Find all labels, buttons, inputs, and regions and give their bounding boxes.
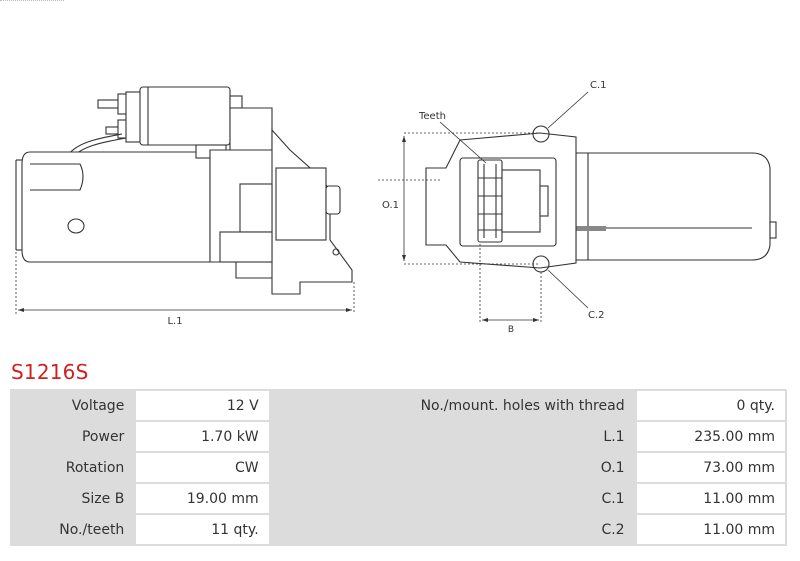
c1-leader <box>547 91 589 129</box>
spec-label: O.1 <box>270 453 635 482</box>
mount-hole-c1 <box>532 125 550 143</box>
l1-label: L.1 <box>167 316 182 327</box>
product-code: S1216S <box>11 360 89 384</box>
spec-value: 11.00 mm <box>636 484 785 513</box>
end-cap <box>30 163 84 191</box>
spec-value: 1.70 kW <box>136 422 269 451</box>
c2-label: C.2 <box>588 310 605 321</box>
spec-label: Voltage <box>12 391 135 420</box>
motor-body <box>21 151 211 263</box>
housing-block <box>219 231 273 263</box>
table-row: Size B 19.00 mm C.1 11.00 mm <box>12 484 785 513</box>
cylinder-stud <box>769 221 777 239</box>
spec-value: 235.00 mm <box>636 422 785 451</box>
specs-table: Voltage 12 V No./mount. holes with threa… <box>10 389 787 546</box>
spec-value: CW <box>136 453 269 482</box>
spec-label: Rotation <box>12 453 135 482</box>
shaft <box>576 226 606 231</box>
nose-tip <box>325 185 341 215</box>
b-arrows <box>482 318 539 322</box>
spec-value: 0 qty. <box>636 391 785 420</box>
b-label: B <box>508 325 514 335</box>
spec-label: L.1 <box>270 422 635 451</box>
bolt-hole <box>67 218 85 234</box>
solenoid-clip <box>229 95 243 109</box>
motor-cylinder <box>575 152 771 261</box>
table-row: Power 1.70 kW L.1 235.00 mm <box>12 422 785 451</box>
nose-bolt <box>332 248 340 256</box>
spec-label: Size B <box>12 484 135 513</box>
pinion-end <box>539 185 549 217</box>
spec-value: 11 qty. <box>136 515 269 544</box>
drive-housing-upper <box>229 107 273 151</box>
table-row: No./teeth 11 qty. C.2 11.00 mm <box>12 515 785 544</box>
spec-label: No./mount. holes with thread <box>270 391 635 420</box>
pinion-guard <box>239 183 273 233</box>
front-view: C.1 C.2 Teeth O.1 B <box>378 80 777 335</box>
table-row: Voltage 12 V No./mount. holes with threa… <box>12 391 785 420</box>
spec-value: 11.00 mm <box>636 515 785 544</box>
pinion-collar <box>501 169 541 233</box>
top-divider <box>0 0 64 3</box>
spec-label: Power <box>12 422 135 451</box>
nose <box>275 167 327 241</box>
starter-motor-drawing: L.1 C.1 C.2 Teeth <box>15 80 777 335</box>
o1-label: O.1 <box>382 200 399 211</box>
teeth-leader <box>439 121 487 164</box>
flange-window <box>459 157 557 247</box>
solenoid-body <box>139 86 231 146</box>
spec-label: C.2 <box>270 515 635 544</box>
c2-leader <box>547 269 589 309</box>
table-row: Rotation CW O.1 73.00 mm <box>12 453 785 482</box>
spec-value: 19.00 mm <box>136 484 269 513</box>
spec-label: C.1 <box>270 484 635 513</box>
spec-label: No./teeth <box>12 515 135 544</box>
c1-label: C.1 <box>590 80 607 91</box>
solenoid-terminal-top <box>97 99 121 109</box>
spec-value: 12 V <box>136 391 269 420</box>
side-view: L.1 <box>15 86 355 327</box>
spec-value: 73.00 mm <box>636 453 785 482</box>
teeth-label: Teeth <box>418 111 446 122</box>
